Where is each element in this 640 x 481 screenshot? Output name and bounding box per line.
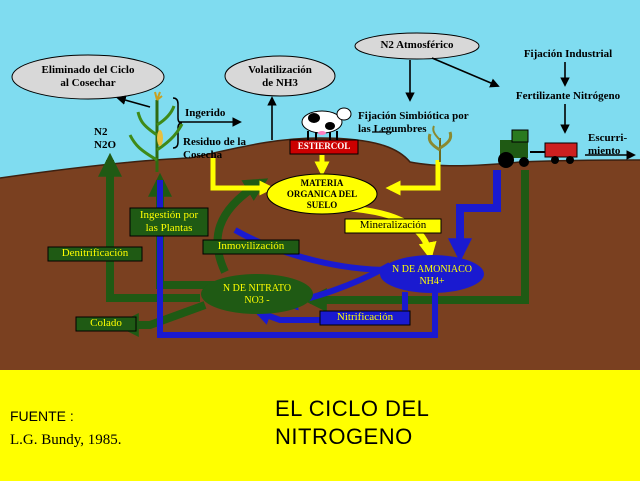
label-materia-line3: SUELO bbox=[306, 200, 338, 210]
arrow-n2-to-tractor bbox=[431, 57, 500, 88]
label-ingerido: Ingerido bbox=[185, 107, 226, 119]
label-colado: Colado bbox=[90, 317, 122, 329]
label-estiercol: ESTIERCOL bbox=[297, 141, 351, 151]
arrow-green-inmovilizacion bbox=[213, 178, 269, 274]
label-denitrificacion: Denitrificación bbox=[61, 247, 129, 259]
source-label: FUENTE : bbox=[10, 408, 74, 424]
arrow-blue-uptake-ammonium bbox=[157, 180, 438, 338]
arrow-blue-fertilizer-ammonium bbox=[448, 170, 501, 263]
label-residuo-line1: Residuo de la bbox=[183, 136, 246, 148]
box-ingestion bbox=[129, 207, 209, 237]
tractor-icon bbox=[498, 129, 578, 168]
box-inmovilizacion bbox=[202, 239, 300, 255]
label-eliminado-line1: Eliminado del Ciclo bbox=[41, 64, 135, 76]
label-mineralizacion: Mineralización bbox=[359, 219, 427, 231]
arrow-yellow-residuo bbox=[210, 158, 275, 196]
label-inmovilizacion: Inmovilización bbox=[217, 240, 285, 252]
pool-materia-organica bbox=[266, 173, 378, 215]
label-n-nitrato: N DE NITRATO NO3 - bbox=[205, 283, 309, 307]
label-n-amoniaco: N DE AMONIACO NH4+ bbox=[384, 264, 480, 288]
box-estiercol bbox=[289, 139, 359, 155]
label-escurrimiento-line1: Escurri- bbox=[588, 132, 628, 144]
label-volatilizacion-line2: de NH3 bbox=[262, 77, 298, 89]
label-ingestion-line2: las Plantas bbox=[145, 222, 193, 234]
label-residuo: Residuo de la Cosecha bbox=[183, 136, 246, 162]
label-escurrimiento: Escurri- miento bbox=[588, 132, 627, 158]
box-mineralizacion bbox=[344, 218, 442, 234]
label-volatilizacion: Volatilización de NH3 bbox=[234, 64, 326, 90]
pool-nitrato bbox=[201, 274, 313, 314]
label-fijacion-line1: Fijación Simbiótica por bbox=[358, 110, 469, 122]
arrow-yellow-legume bbox=[385, 160, 441, 196]
label-fertilizante: Fertilizante Nitrógeno bbox=[515, 90, 621, 102]
arrow-green-denitrificacion bbox=[98, 152, 200, 302]
corn-plant-icon bbox=[128, 91, 184, 172]
label-n2o: N2O bbox=[94, 139, 116, 151]
label-amoniaco-line2: NH4+ bbox=[419, 276, 445, 287]
pool-amoniaco bbox=[380, 255, 484, 293]
title-line2: NITROGENO bbox=[275, 424, 413, 449]
label-fijacion-line2: las Legumbres bbox=[358, 123, 427, 135]
label-n2-atmosferico: N2 Atmosférico bbox=[380, 39, 454, 51]
label-fijacion-industrial: Fijación Industrial bbox=[523, 48, 613, 60]
label-ingestion-line1: Ingestión por bbox=[139, 209, 199, 221]
label-fijacion-simbiotica: Fijación Simbiótica por las Legumbres bbox=[358, 110, 469, 136]
label-materia-line2: ORGANICA DEL bbox=[286, 189, 358, 199]
label-materia-organica: MATERIA ORGANICA DEL SUELO bbox=[268, 178, 376, 211]
label-escurrimiento-line2: miento bbox=[588, 145, 621, 157]
brace-residuo bbox=[172, 97, 183, 149]
label-amoniaco-line1: N DE AMONIACO bbox=[392, 264, 472, 275]
label-nitrificacion: Nitrificación bbox=[336, 311, 394, 323]
legume-plant-icon bbox=[427, 125, 453, 162]
label-eliminado: Eliminado del Ciclo al Cosechar bbox=[28, 64, 148, 90]
cloud-volatilizacion bbox=[224, 55, 336, 97]
box-denitrificacion bbox=[47, 246, 143, 262]
label-n2-n2o: N2 N2O bbox=[94, 126, 116, 152]
arrow-blue-immob-ammonium bbox=[233, 227, 391, 273]
title-line1: EL CICLO DEL bbox=[275, 396, 430, 421]
label-eliminado-line2: al Cosechar bbox=[60, 77, 116, 89]
label-nitrato-line2: NO3 - bbox=[244, 295, 270, 306]
label-materia-line1: MATERIA bbox=[300, 178, 344, 188]
cloud-eliminado bbox=[11, 54, 165, 100]
source-value: L.G. Bundy, 1985. bbox=[10, 432, 122, 448]
label-residuo-line2: Cosecha bbox=[183, 149, 223, 161]
cow-icon bbox=[301, 107, 352, 140]
label-ingestion: Ingestión por las Plantas bbox=[130, 209, 208, 235]
box-colado bbox=[75, 316, 137, 332]
cloud-n2 bbox=[354, 32, 480, 60]
box-nitrificacion bbox=[319, 310, 411, 326]
label-nitrato-line1: N DE NITRATO bbox=[222, 283, 292, 294]
arrow-green-fertilizer-nitrate bbox=[302, 170, 529, 312]
label-volatilizacion-line1: Volatilización bbox=[248, 64, 312, 76]
arrow-to-eliminado bbox=[116, 95, 151, 108]
label-n2: N2 bbox=[94, 126, 108, 138]
